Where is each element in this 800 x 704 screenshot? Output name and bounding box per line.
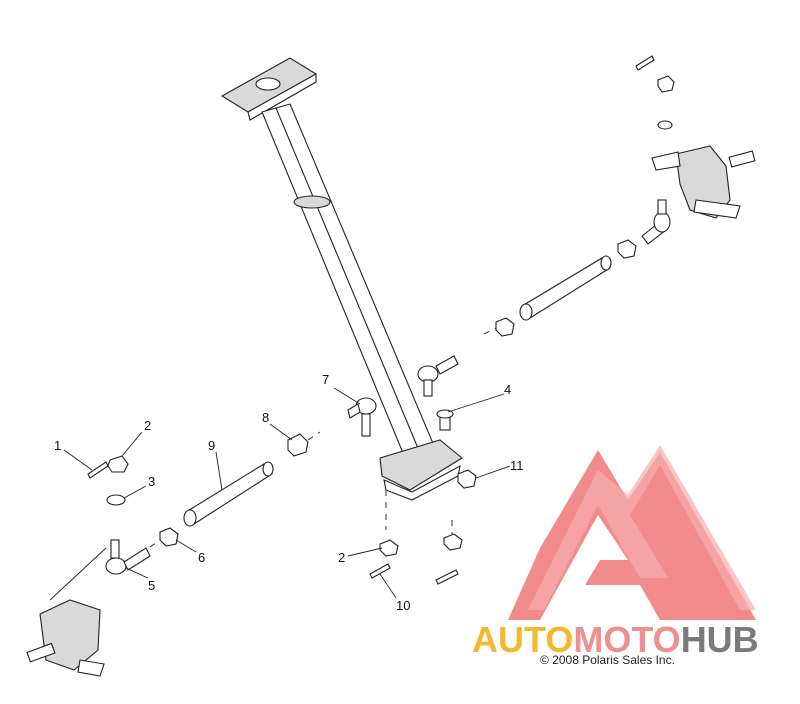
castle-nut-2-lower [379,539,399,557]
center-parts [347,355,477,585]
column-collar [293,195,331,209]
tie-rod-end-5-stud [110,539,120,559]
left-tie-rod-assembly [26,431,321,677]
leader-5 [125,567,149,579]
tie-rod-end-7-shank [347,403,361,419]
tie-rod-left [185,463,273,525]
castle-nut-right [657,75,675,93]
cotter-pin-1 [87,461,109,479]
leader-11 [475,465,511,479]
nut-11 [457,469,477,489]
leader-1 [63,449,93,471]
tie-rod-right-end [519,303,533,321]
leader-10 [379,573,397,599]
watermark-word: AUTOMOTOHUB [472,619,759,660]
tie-rod-end-7-stud [361,413,371,437]
leader-lines [63,387,511,599]
cotter-pin-right [635,55,655,71]
jam-nut-8 [287,433,309,457]
steering-column [220,57,463,530]
right-spindle-lower-arm [693,199,741,219]
left-spindle-axle [26,642,56,663]
leader-6 [175,539,197,553]
left-spindle [26,599,105,677]
watermark-triangle-inner [528,445,756,610]
leader-4 [447,393,505,413]
watermark-word-moto: MOTO [573,619,680,660]
jam-nut-right-inner [495,317,515,337]
callout-3: 3 [148,474,155,489]
callout-10: 10 [396,598,410,613]
tie-rod-right [521,257,611,319]
leader-3 [123,485,147,499]
callout-2-upper: 2 [144,418,151,433]
column-shaft-highlight [275,107,426,466]
tie-rod-left-end [183,509,197,527]
tie-rod-end-right-stud [657,199,667,215]
column-top-bracket-side [247,73,317,121]
tie-rod-end-right [653,211,671,233]
callout-11: 11 [510,458,524,473]
leader-8 [269,423,293,441]
left-spindle-arm [77,659,105,677]
callout-1: 1 [54,438,61,453]
washer-3 [106,494,126,506]
tie-rod-end-5 [105,557,127,575]
column-top-bore [255,77,281,91]
callout-8: 8 [262,410,269,425]
right-spindle [651,145,756,219]
right-spindle-axle [728,150,756,168]
copyright-text: © 2008 Polaris Sales Inc. [540,653,675,667]
callout-5: 5 [148,578,155,593]
castle-nut-2 [107,455,129,473]
leader-2a [121,431,143,457]
spindle-left-axis [49,547,107,601]
leader-9 [215,451,223,491]
tie-rod-left-end2 [262,461,274,477]
callout-6: 6 [198,550,205,565]
callout-4: 4 [504,382,511,397]
tie-rod-left-dash2 [307,431,321,441]
right-spindle-arm [651,151,681,171]
tie-rod-end-upper-stud [423,379,433,397]
tie-rod-right-end2 [600,255,612,271]
tie-rod-right-dash [483,327,497,335]
tie-rod-end-upper-shank [435,355,459,375]
left-spindle-body [39,599,101,671]
jam-nut-6 [159,527,179,547]
right-tie-rod-assembly [483,55,756,337]
leader-7 [333,387,361,405]
callout-labels: 1 2 3 4 5 6 7 8 9 2 10 11 [54,372,524,613]
callout-7: 7 [322,372,329,387]
callout-2-lower: 2 [338,550,345,565]
watermark-logo [508,445,756,620]
tie-rod-end-5-shank [123,547,151,571]
watermark-word-auto: AUTO [472,619,573,660]
washer-right [657,120,673,130]
cotter-pin-10 [369,563,391,579]
jam-nut-right-outer [617,239,637,259]
callout-9: 9 [208,438,215,453]
castle-nut-lower-right [443,533,463,551]
leader-2b [347,547,383,557]
watermark-word-hub: HUB [681,619,759,660]
cotter-pin-lower-right [435,569,459,585]
column-lower-bracket [379,439,463,491]
